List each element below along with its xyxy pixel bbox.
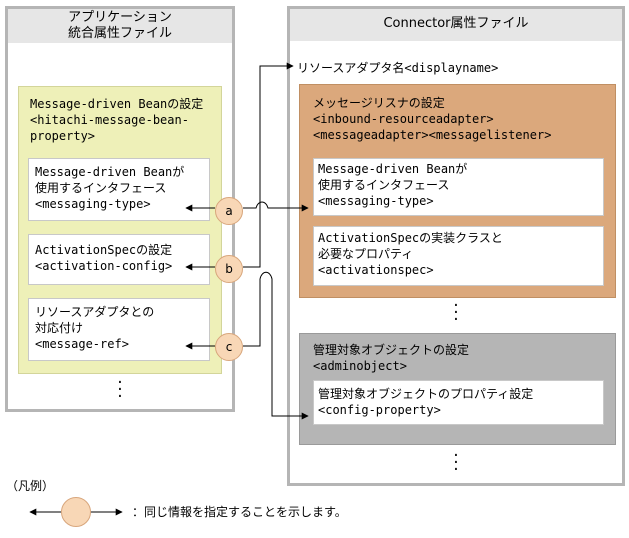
connector-a-right-arrow bbox=[243, 201, 309, 212]
right-middle-continuation-dots: · · · bbox=[451, 298, 461, 328]
left-continuation-dots: · · · bbox=[115, 375, 125, 405]
message-listener-settings-label: メッセージリスナの設定 <inbound-resourceadapter> <m… bbox=[313, 96, 552, 142]
connector-c-right-arrow bbox=[243, 271, 308, 416]
admin-object-property-item bbox=[313, 380, 604, 425]
displayname-label: リソースアダプタ名<displayname> bbox=[297, 61, 499, 75]
right-bottom-continuation-dots: · · · bbox=[451, 448, 461, 478]
legend-title: （凡例） bbox=[6, 479, 55, 493]
admin-object-property-item-label: 管理対象オブジェクトのプロパティ設定 <config-property> bbox=[318, 387, 534, 417]
connector-c-circle: c bbox=[215, 333, 243, 361]
application-attribute-file-title: アプリケーション 統合属性ファイル bbox=[8, 9, 232, 43]
left-item-messaging-type bbox=[28, 158, 210, 221]
right-item-messaging-type-label: Message-driven Beanが 使用するインタフェース <messag… bbox=[318, 162, 468, 208]
legend-description: ：同じ情報を指定することを示します。 bbox=[132, 505, 347, 519]
admin-object-settings-label: 管理対象オブジェクトの設定 <adminobject> bbox=[313, 343, 470, 373]
connector-b-circle: b bbox=[215, 255, 243, 283]
right-item-activationspec bbox=[313, 226, 604, 286]
left-item-message-ref bbox=[28, 298, 210, 361]
connector-b-right-arrow bbox=[243, 62, 294, 268]
legend-circle bbox=[61, 497, 91, 527]
left-item-activation-config bbox=[28, 234, 210, 285]
right-item-activationspec-label: ActivationSpecの実装クラスと 必要なプロパティ <activati… bbox=[318, 231, 503, 277]
left-item-activation-config-label: ActivationSpecの設定 <activation-config> bbox=[35, 243, 173, 273]
mdb-settings-label: Message-driven Beanの設定 <hitachi-message-… bbox=[30, 97, 204, 143]
left-item-messaging-type-label: Message-driven Beanが 使用するインタフェース <messag… bbox=[35, 165, 185, 211]
right-item-messaging-type bbox=[313, 158, 604, 216]
left-item-message-ref-label: リソースアダプタとの 対応付け <message-ref> bbox=[35, 305, 155, 351]
connector-a-circle: a bbox=[215, 197, 243, 225]
connector-attribute-file-title: Connector属性ファイル bbox=[290, 9, 622, 41]
